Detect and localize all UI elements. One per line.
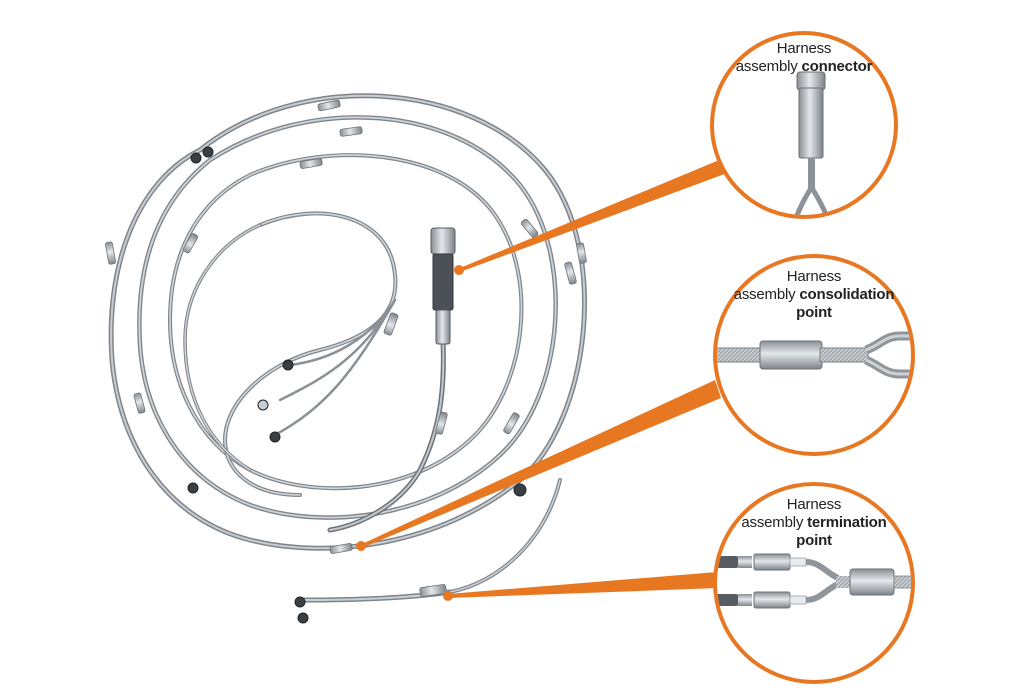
label-consolidation: Harness assembly consolidation point bbox=[719, 268, 909, 322]
label-termination-line2: assembly bbox=[741, 514, 808, 531]
marker-consolidation bbox=[356, 541, 366, 551]
callout-circle-connector bbox=[710, 31, 898, 219]
marker-termination bbox=[443, 591, 453, 601]
cable-sleeves bbox=[105, 99, 587, 597]
label-termination-keyword: termination bbox=[807, 514, 887, 531]
second-cable-loop bbox=[137, 115, 558, 520]
main-connector bbox=[430, 227, 456, 345]
label-consolidation-line3: point bbox=[796, 304, 832, 321]
label-consolidation-keyword: consolidation bbox=[799, 286, 895, 303]
leader-consolidation bbox=[362, 380, 721, 548]
label-connector-line2: assembly bbox=[735, 58, 802, 75]
leader-connector bbox=[460, 158, 730, 272]
outer-cable-loop bbox=[108, 93, 587, 551]
ring-terminals bbox=[187, 146, 527, 624]
callout-circle-termination bbox=[713, 482, 915, 684]
label-termination-line3: point bbox=[796, 532, 832, 549]
label-connector: Harness assembly connector bbox=[709, 40, 899, 76]
third-cable-loop bbox=[167, 153, 524, 491]
label-connector-line1: Harness bbox=[776, 40, 832, 57]
label-connector-keyword: connector bbox=[801, 58, 873, 75]
leader-lines bbox=[356, 158, 730, 601]
leader-termination bbox=[448, 572, 719, 598]
label-consolidation-line1: Harness bbox=[786, 268, 842, 285]
inner-cable-loop bbox=[183, 211, 398, 497]
marker-connector bbox=[454, 265, 464, 275]
label-termination: Harness assembly termination point bbox=[719, 496, 909, 550]
label-consolidation-line2: assembly bbox=[733, 286, 800, 303]
label-termination-line1: Harness bbox=[786, 496, 842, 513]
harness-assembly bbox=[108, 93, 587, 603]
callout-circle-consolidation bbox=[713, 254, 915, 456]
